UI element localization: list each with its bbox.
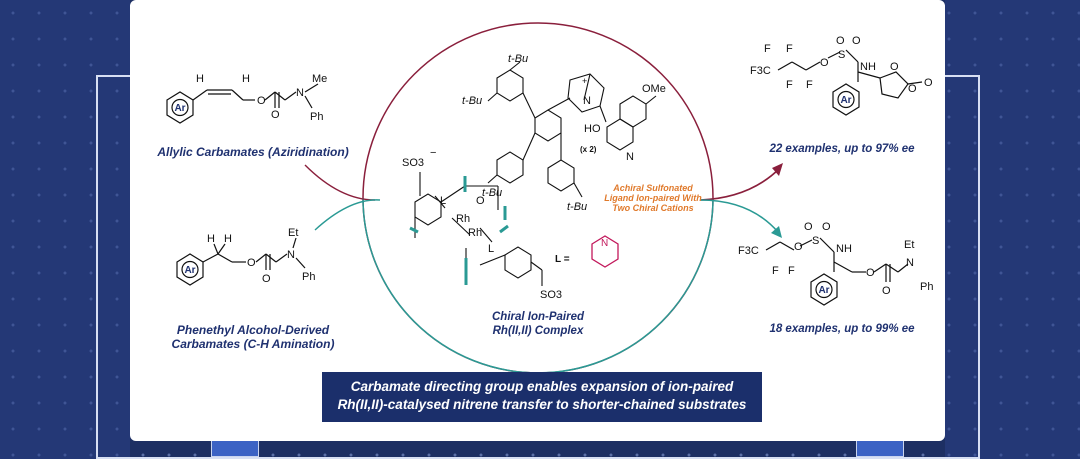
minus-charge: − bbox=[430, 147, 436, 159]
atom-o: O bbox=[852, 35, 861, 47]
caption-line1: Carbamate directing group enables expans… bbox=[350, 379, 734, 394]
atom-o: O bbox=[271, 109, 280, 121]
atom-o: O bbox=[908, 83, 917, 95]
ligand-note-line3: Two Chiral Cations bbox=[612, 203, 694, 213]
aryl-label: Ar bbox=[184, 265, 195, 276]
aziridination-result-label: 22 examples, up to 97% ee bbox=[769, 143, 915, 155]
aryl-ring bbox=[176, 253, 204, 286]
atom-ph: Ph bbox=[302, 271, 315, 283]
aryl-label: Ar bbox=[840, 95, 851, 106]
aryl-label: Ar bbox=[174, 103, 185, 114]
atom-et: Et bbox=[288, 227, 298, 239]
allylic-carbamate-structure bbox=[166, 83, 319, 124]
ligand-l: L bbox=[440, 195, 446, 207]
arrow-top-right bbox=[699, 167, 781, 201]
aryl-ring bbox=[166, 91, 194, 124]
catalyst-structure bbox=[414, 61, 657, 286]
atom-f: F bbox=[786, 79, 793, 91]
arrowhead-top-right bbox=[772, 163, 783, 176]
plus-charge: + bbox=[582, 76, 587, 86]
atom-o: O bbox=[866, 267, 875, 279]
sulfonate-bottom: SO3 bbox=[540, 289, 562, 301]
atom-o: O bbox=[262, 273, 271, 285]
multiplier-label: (x 2) bbox=[580, 145, 597, 154]
tbu-label: t-Bu bbox=[508, 53, 528, 65]
amination-result-label: 18 examples, up to 99% ee bbox=[769, 323, 915, 335]
atom-h: H bbox=[196, 73, 204, 85]
tbu-label: t-Bu bbox=[482, 187, 502, 199]
atom-f: F bbox=[786, 43, 793, 55]
catalyst-label: Chiral Ion-Paired Rh(II,II) Complex bbox=[438, 310, 638, 338]
atom-o: O bbox=[794, 241, 803, 253]
catalyst-label-line2: Rh(II,II) Complex bbox=[492, 325, 584, 337]
ligand-definition: L = bbox=[555, 254, 570, 265]
atom-h: H bbox=[224, 233, 232, 245]
oxygen-label: O bbox=[476, 195, 485, 207]
bold-wedges bbox=[409, 176, 509, 285]
atom-h: H bbox=[207, 233, 215, 245]
pyridine-ring bbox=[591, 235, 619, 268]
ammonium-n: N bbox=[583, 95, 591, 107]
graphic-card bbox=[130, 0, 945, 441]
atom-h: H bbox=[242, 73, 250, 85]
phenethyl-carbamates-label: Phenethyl Alcohol-Derived Carbamates (C-… bbox=[138, 323, 368, 351]
catalyst-label-line1: Chiral Ion-Paired bbox=[491, 311, 585, 323]
aziridination-product-structure bbox=[777, 49, 923, 116]
atom-et: Et bbox=[904, 239, 914, 251]
atom-o: O bbox=[804, 221, 813, 233]
atom-nh: NH bbox=[836, 243, 852, 255]
atom-f: F bbox=[772, 265, 779, 277]
atom-o: O bbox=[822, 221, 831, 233]
atom-f: F bbox=[806, 79, 813, 91]
atom-n: N bbox=[906, 257, 914, 269]
atom-o: O bbox=[924, 77, 933, 89]
ligand-note-line2: Ligand Ion-paired With bbox=[604, 193, 702, 203]
atom-o: O bbox=[836, 35, 845, 47]
amination-product-structure bbox=[765, 237, 909, 306]
tbu-label: t-Bu bbox=[462, 95, 482, 107]
arrow-bottom-right bbox=[699, 199, 779, 233]
summary-caption: Carbamate directing group enables expans… bbox=[322, 372, 762, 422]
trifluoromethyl: F3C bbox=[750, 65, 771, 77]
sulfonate-top: SO3 bbox=[402, 157, 424, 169]
atom-f: F bbox=[764, 43, 771, 55]
phenethyl-carbamate-structure bbox=[176, 237, 306, 286]
rhodium-2: Rh bbox=[468, 227, 482, 239]
atom-ph: Ph bbox=[310, 111, 323, 123]
rhodium-1: Rh bbox=[456, 213, 470, 225]
quinoline-n: N bbox=[626, 151, 634, 163]
ligand-note: Achiral Sulfonated Ligand Ion-paired Wit… bbox=[588, 183, 718, 213]
methoxy-label: OMe bbox=[642, 83, 666, 95]
caption-line2: Rh(II,II)-catalysed nitrene transfer to … bbox=[337, 397, 747, 412]
ligand-note-line1: Achiral Sulfonated bbox=[613, 183, 693, 193]
atom-o: O bbox=[890, 61, 899, 73]
atom-o: O bbox=[820, 57, 829, 69]
tbu-label: t-Bu bbox=[567, 201, 587, 213]
arrowhead-bottom-right bbox=[771, 226, 782, 238]
atom-n: N bbox=[296, 87, 304, 99]
atom-n: N bbox=[287, 249, 295, 261]
trifluoromethyl: F3C bbox=[738, 245, 759, 257]
ligand-l: L bbox=[488, 243, 494, 255]
atom-o: O bbox=[247, 257, 256, 269]
atom-o: O bbox=[882, 285, 891, 297]
aryl-label: Ar bbox=[818, 285, 829, 296]
atom-o: O bbox=[257, 95, 266, 107]
pyridine-n: N bbox=[601, 238, 608, 249]
atom-nh: NH bbox=[860, 61, 876, 73]
atom-s: S bbox=[812, 235, 819, 247]
atom-s: S bbox=[838, 49, 845, 61]
atom-f: F bbox=[788, 265, 795, 277]
phenethyl-label-line1: Phenethyl Alcohol-Derived bbox=[176, 323, 330, 337]
hydroxyl-label: HO bbox=[584, 123, 601, 135]
phenethyl-label-line2: Carbamates (C-H Amination) bbox=[171, 337, 335, 351]
allylic-carbamates-label: Allylic Carbamates (Aziridination) bbox=[157, 145, 349, 159]
arc-top-left bbox=[304, 164, 376, 201]
atom-me: Me bbox=[312, 73, 327, 85]
arc-bottom-left bbox=[314, 199, 381, 231]
atom-ph: Ph bbox=[920, 281, 933, 293]
